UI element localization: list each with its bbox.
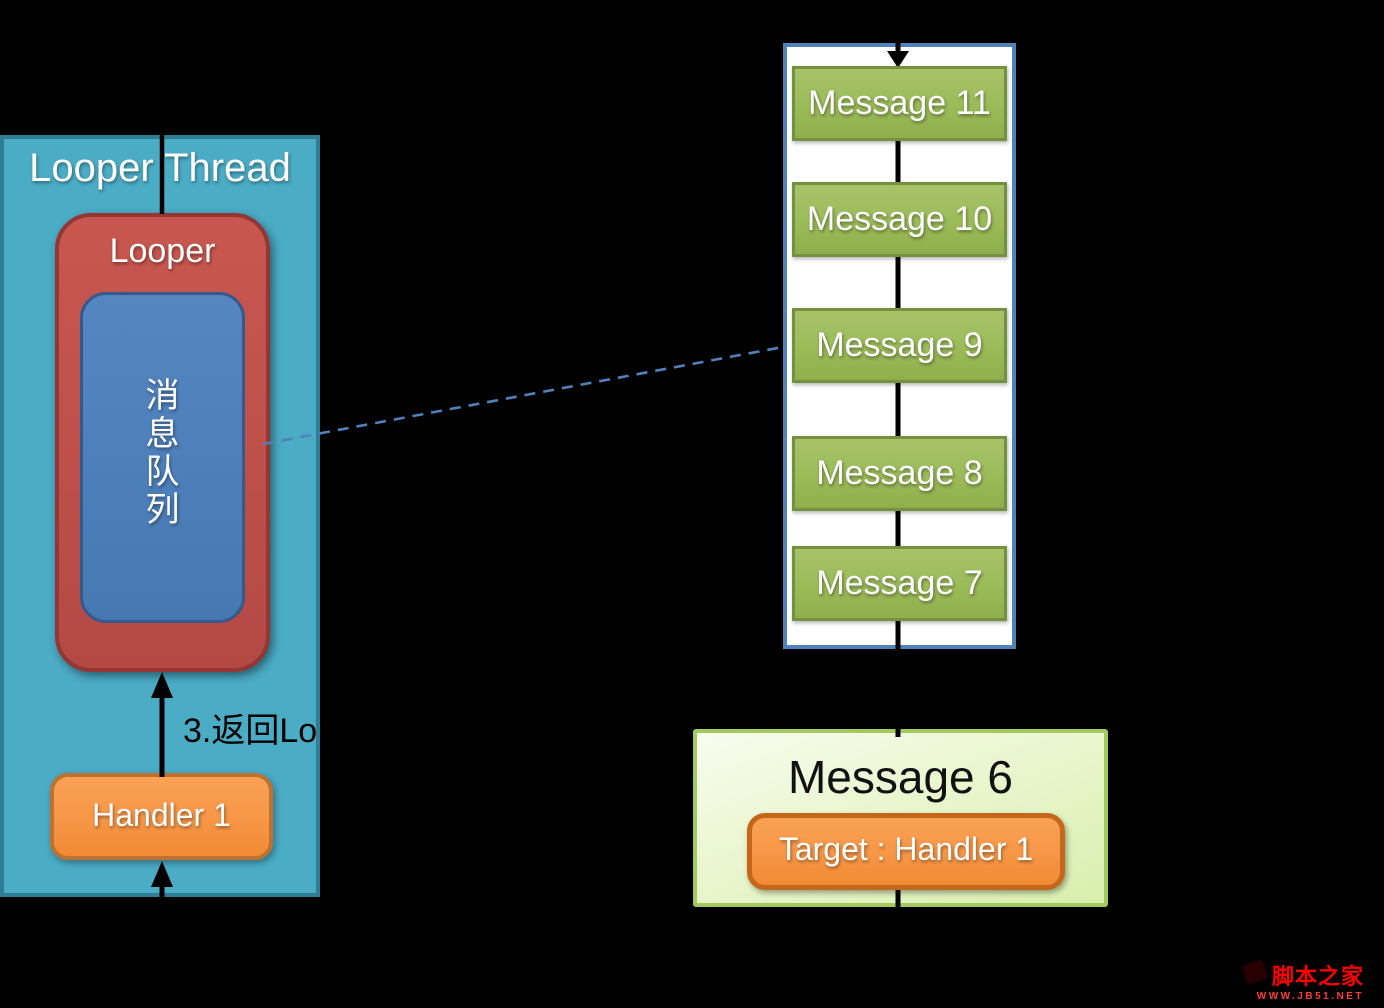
message-item-8: Message 8 [792,436,1007,511]
message-queue-inner-box [80,292,245,623]
queue-link-dashed-line-icon [262,345,784,446]
message-queue-label: 消息队列 [80,378,245,530]
message-item-7: Message 7 [792,546,1007,621]
looper-thread-title: Looper Thread [29,146,291,190]
looper-title: Looper [109,232,216,270]
handler-1-box: Handler 1 [50,773,273,860]
target-handler-box: Target : Handler 1 [747,813,1065,890]
watermark-site-name: 脚本之家 [1271,964,1364,989]
message-queue-label-text: 消息队列 [145,378,180,529]
message-item-11: Message 11 [792,66,1007,141]
watermark-site-url: WWW.JB51.NET [1256,991,1364,1002]
message-item-9: Message 9 [792,308,1007,383]
message6-title: Message 6 [787,751,1013,803]
return-step-label: 3.返回Lo [183,712,318,750]
watermark: 脚本之家 WWW.JB51.NET [1257,966,1364,1002]
message-item-10: Message 10 [792,182,1007,257]
